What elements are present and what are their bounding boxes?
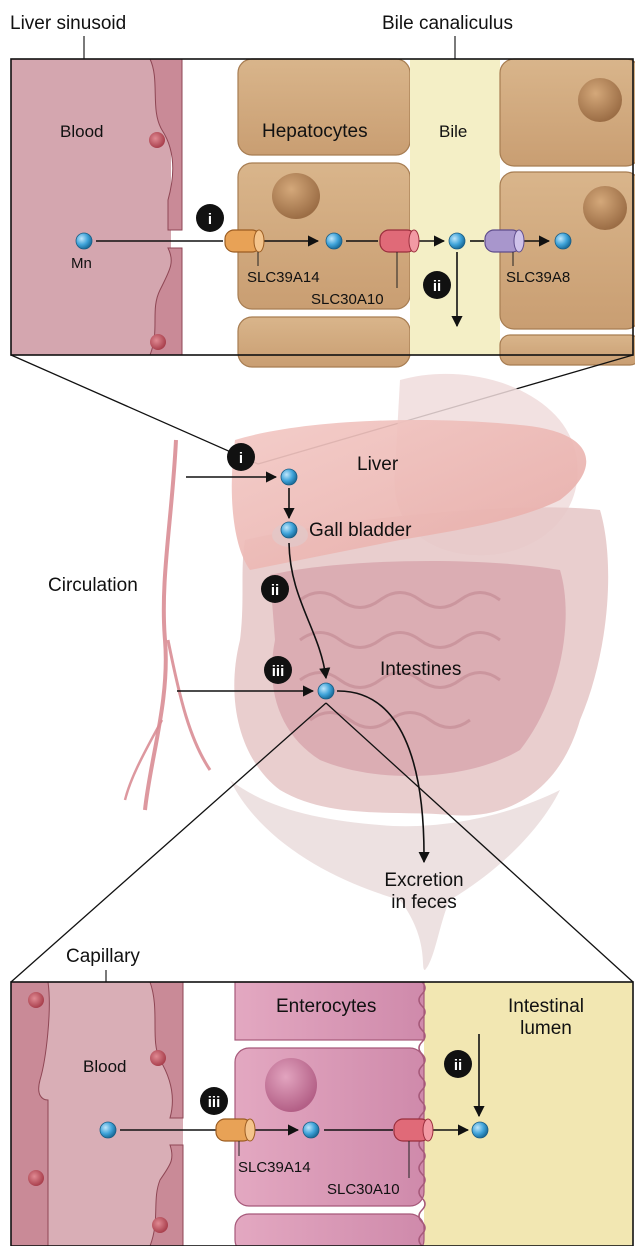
- marker-i-label: i: [239, 450, 243, 467]
- marker-iii-label: iii: [272, 663, 285, 680]
- nucleus: [578, 78, 622, 122]
- nucleus: [265, 1058, 317, 1112]
- label-slc39a8: SLC39A8: [506, 269, 570, 286]
- label-intestinal: Intestinal: [508, 996, 584, 1017]
- slc39a14-transporter: [216, 1119, 255, 1141]
- label-bile: Bile: [439, 122, 467, 141]
- nucleus: [272, 173, 320, 219]
- blood-texture: [11, 59, 171, 355]
- label-bile-canaliculus: Bile canaliculus: [382, 13, 513, 34]
- red-blood-cell: [149, 132, 165, 148]
- slc30a10-transporter: [394, 1119, 433, 1141]
- label-in-feces: in feces: [391, 892, 456, 913]
- red-blood-cell: [150, 334, 166, 350]
- mn-ion-dot: [281, 522, 297, 538]
- marker-ii-label: ii: [454, 1057, 462, 1074]
- red-blood-cell: [152, 1217, 168, 1233]
- label-enterocytes: Enterocytes: [276, 996, 376, 1017]
- mn-ion-dot: [555, 233, 571, 249]
- marker-iii-label: iii: [208, 1094, 221, 1111]
- red-blood-cell: [150, 1050, 166, 1066]
- blood-vessel: [125, 720, 162, 800]
- bottom-panel: Capillary Blood Enterocytes Intestinal l…: [11, 946, 633, 1246]
- label-circulation: Circulation: [48, 575, 138, 596]
- endothelial-cell: [11, 982, 49, 1246]
- label-excretion: Excretion: [384, 870, 463, 891]
- label-liver-sinusoid: Liver sinusoid: [10, 13, 126, 34]
- label-liver: Liver: [357, 454, 399, 475]
- marker-i-label: i: [208, 211, 212, 228]
- marker-ii-label: ii: [271, 582, 279, 599]
- mn-ion-dot: [281, 469, 297, 485]
- mn-ion-dot: [326, 233, 342, 249]
- label-capillary: Capillary: [66, 946, 140, 967]
- blood-vessel: [145, 440, 176, 810]
- nucleus: [583, 186, 627, 230]
- mn-ion-dot: [318, 683, 334, 699]
- mn-ion-dot: [76, 233, 92, 249]
- zoom-line: [11, 703, 326, 982]
- slc30a10-transporter: [380, 230, 419, 252]
- zoom-line: [11, 355, 258, 464]
- blood-vessel: [168, 640, 210, 770]
- red-blood-cell: [28, 1170, 44, 1186]
- label-blood: Blood: [83, 1057, 126, 1076]
- slc39a14-transporter: [225, 230, 264, 252]
- label-intestines: Intestines: [380, 659, 461, 680]
- label-hepatocytes: Hepatocytes: [262, 121, 368, 142]
- top-panel: Liver sinusoid Bile canaliculus Blood He…: [10, 13, 635, 367]
- red-blood-cell: [28, 992, 44, 1008]
- marker-ii-label: ii: [433, 278, 441, 295]
- label-slc39a14: SLC39A14: [238, 1159, 311, 1176]
- label-mn: Mn: [71, 255, 92, 272]
- label-slc39a14: SLC39A14: [247, 269, 320, 286]
- enterocyte-cell: [235, 1214, 424, 1246]
- label-slc30a10: SLC30A10: [311, 291, 384, 308]
- mn-ion-dot: [449, 233, 465, 249]
- mn-ion-dot: [472, 1122, 488, 1138]
- label-lumen: lumen: [520, 1018, 572, 1039]
- label-slc30a10: SLC30A10: [327, 1181, 400, 1198]
- label-blood: Blood: [60, 122, 103, 141]
- slc39a8-transporter: [485, 230, 524, 252]
- mn-ion-dot: [100, 1122, 116, 1138]
- label-gall-bladder: Gall bladder: [309, 520, 412, 541]
- hepatocyte-cell: [238, 317, 410, 367]
- bile-region: [410, 59, 500, 355]
- mn-ion-dot: [303, 1122, 319, 1138]
